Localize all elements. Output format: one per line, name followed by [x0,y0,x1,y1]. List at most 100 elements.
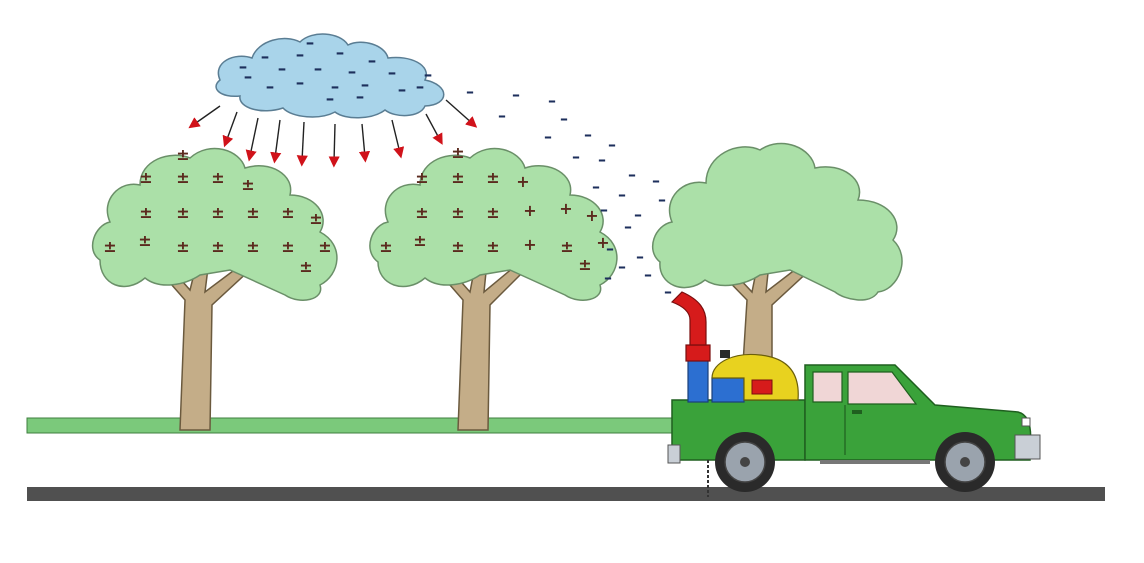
negative-charge: – [598,150,606,169]
mixed-charge: ± [281,237,294,256]
negative-charge: – [624,217,632,236]
mixed-charge: ± [176,168,189,187]
positive-charge: + [523,201,536,220]
negative-charge: – [512,85,520,104]
negative-charge: – [416,77,425,97]
negative-charge: – [652,171,660,190]
mixed-charge: ± [139,203,152,222]
mixed-charge: ± [318,237,331,256]
mixed-charge: ± [138,231,151,250]
blower-nozzle [670,291,707,346]
mixed-charge: ± [246,203,259,222]
red-arrow [358,123,371,163]
mixed-charge: ± [176,203,189,222]
mixed-charge: ± [176,237,189,256]
negative-charge: – [239,57,248,77]
red-arrow [328,123,340,168]
negative-charge: – [266,77,275,97]
negative-charge: – [278,59,287,79]
negative-charge: – [348,62,357,82]
mixed-charge: ± [486,203,499,222]
mixed-charge: ± [413,231,426,250]
road [27,487,1105,501]
negative-charge: – [388,63,397,83]
negative-charge: – [600,200,608,219]
front-bumper [1014,434,1041,460]
negative-charge: – [356,87,365,107]
mixed-charge: ± [281,203,294,222]
tree-charges: ±±±±±±±±±±±±±±±±±±±±±±±±±±±±±±±±++++++ [103,143,609,276]
red-arrow [245,117,259,162]
mixed-charge: ± [176,145,189,164]
mixed-charge: ± [560,237,573,256]
negative-charge: – [368,51,377,71]
negative-charge: – [658,190,666,209]
red-arrow [425,113,443,145]
negative-charge: – [296,45,305,65]
negative-charge: – [560,109,568,128]
red-arrow [188,105,221,129]
negative-charge: – [261,47,270,67]
negative-charge: – [326,89,335,109]
door-handle [852,410,862,414]
negative-charge: – [331,77,340,97]
positive-charge: + [523,235,536,254]
red-arrow [445,99,478,128]
negative-charge: – [618,185,626,204]
negative-charge: – [618,257,626,276]
mixed-charge: ± [415,168,428,187]
mixed-charge: ± [299,257,312,276]
tank-grille [751,379,773,395]
negative-charge: – [361,75,370,95]
mixed-charge: ± [578,255,591,274]
mixed-charge: ± [415,203,428,222]
red-arrow [391,119,405,159]
red-arrow [296,121,308,167]
negative-charge: – [584,125,592,144]
negative-charge: – [466,82,474,101]
tree-left [91,147,338,431]
negative-charge: – [398,80,407,100]
pickup-truck [667,364,1041,497]
negative-charge: – [636,247,644,266]
mixed-charge: ± [451,168,464,187]
cab-window-front [847,371,918,405]
positive-charge: + [596,233,609,252]
red-arrow [270,119,282,164]
tree-middle [369,147,618,431]
charged-cloud [215,33,445,119]
foliage-right [651,142,903,301]
mixed-charge: ± [486,168,499,187]
mixed-charge: ± [451,237,464,256]
negative-charge: – [634,205,642,224]
negative-charge: – [336,43,345,63]
negative-charge: – [628,165,636,184]
electrostatic-sprayer [670,291,799,403]
mixed-charge: ± [211,168,224,187]
negative-charge: – [548,91,556,110]
drift-charges: –––––––––––––––––––––––– [466,82,672,301]
positive-charge: + [585,206,598,225]
mixed-charge: ± [139,168,152,187]
mixed-charge: ± [211,237,224,256]
negative-charge: – [604,268,612,287]
negative-charge: – [572,147,580,166]
negative-charge: – [644,265,652,284]
mixed-charge: ± [379,237,392,256]
tank-cap [720,350,730,358]
mixed-charge: ± [486,237,499,256]
pump-housing [711,377,745,403]
negative-charge: – [498,106,506,125]
red-arrow [222,111,238,148]
negative-charge: – [592,177,600,196]
negative-charge: – [544,127,552,146]
front-wheel [935,432,995,492]
mixed-charge: ± [309,209,322,228]
charge-arrows [188,99,478,168]
negative-charge: – [608,135,616,154]
negative-charge: – [306,33,315,53]
mixed-charge: ± [451,143,464,162]
negative-charge: – [664,282,672,301]
negative-charge: – [244,67,253,87]
